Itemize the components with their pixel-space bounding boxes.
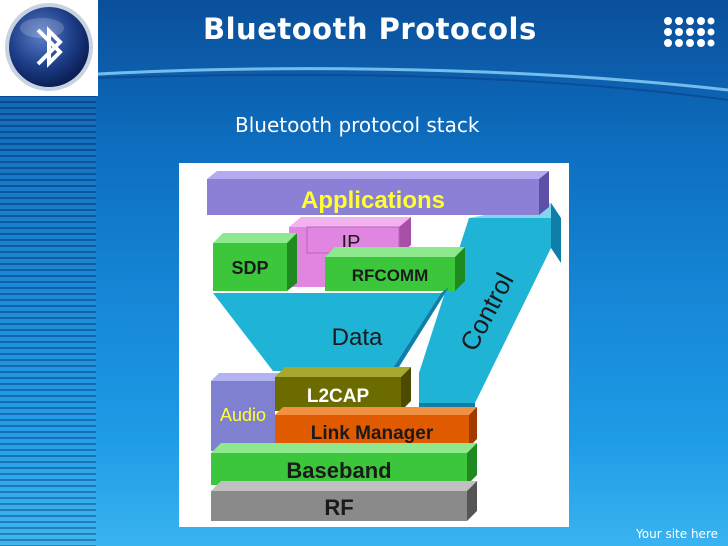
baseband-label: Baseband [286,458,391,483]
slide-title: Bluetooth Protocols [203,12,537,46]
link-manager-label: Link Manager [311,423,434,444]
sdp-label: SDP [231,258,268,278]
rf-layer: RF [211,481,477,521]
slide-subtitle: Bluetooth protocol stack [235,113,480,137]
sdp-layer: SDP [213,233,297,291]
footer-site-text: Your site here [636,527,718,541]
rf-label: RF [324,495,353,520]
bluetooth-logo [0,0,98,96]
bluetooth-logo-icon [5,3,93,91]
rfcomm-layer: RFCOMM [325,247,465,291]
data-label: Data [332,324,383,351]
l2cap-label: L2CAP [307,386,370,407]
header-swoosh [98,67,728,101]
protocol-stack-diagram: Control Applications IP SDP [179,163,569,527]
grid-dots-icon [663,16,715,58]
link-manager-layer: Link Manager [275,407,477,447]
data-layer: Data [213,287,449,371]
applications-label: Applications [301,187,445,214]
audio-layer: Audio [211,373,283,451]
control-layer: Control [419,203,561,411]
audio-label: Audio [220,405,266,425]
rfcomm-label: RFCOMM [352,266,428,285]
applications-layer: Applications [207,171,549,215]
l2cap-layer: L2CAP [275,367,411,411]
baseband-layer: Baseband [211,443,477,485]
left-decorative-strip [0,95,96,546]
